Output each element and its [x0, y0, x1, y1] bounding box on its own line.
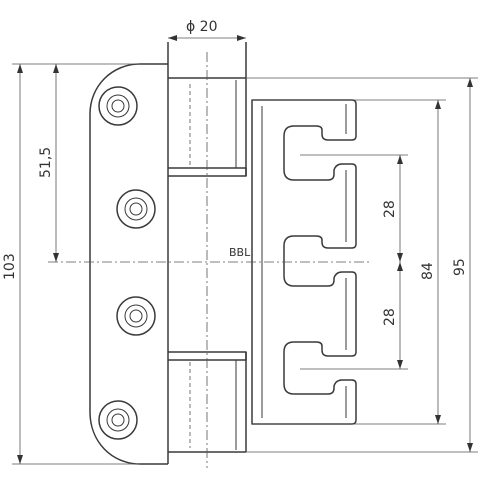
- hinge-plate-outline: [89, 63, 168, 465]
- svg-text:51,5: 51,5: [38, 147, 54, 178]
- dimension-overall-height: 103: [2, 63, 140, 465]
- dimension-slot-span: 84: [252, 99, 446, 425]
- screw-hole-3: [116, 296, 156, 336]
- dimension-pin-diameter: ϕ 20: [168, 19, 246, 41]
- bracket-inner-contour: [261, 104, 347, 418]
- dimension-height-to-axis: 51,5: [38, 64, 59, 262]
- svg-text:95: 95: [452, 258, 468, 276]
- hinge-barrel: [168, 42, 247, 468]
- dimension-slot-pitch-lower: 28: [300, 262, 408, 370]
- screw-hole-2: [116, 189, 156, 229]
- svg-text:ϕ 20: ϕ 20: [186, 19, 218, 35]
- svg-text:84: 84: [420, 262, 436, 280]
- svg-text:28: 28: [382, 308, 398, 326]
- screw-hole-1: [98, 86, 138, 126]
- bracket-outline: [251, 99, 357, 425]
- svg-text:103: 103: [2, 253, 18, 280]
- screw-hole-4: [98, 400, 138, 440]
- svg-text:28: 28: [382, 200, 398, 218]
- dimension-slot-pitch-upper: 28: [300, 154, 408, 262]
- reference-line-label: BBL: [229, 246, 251, 259]
- dimension-bracket-height: 95: [246, 77, 478, 453]
